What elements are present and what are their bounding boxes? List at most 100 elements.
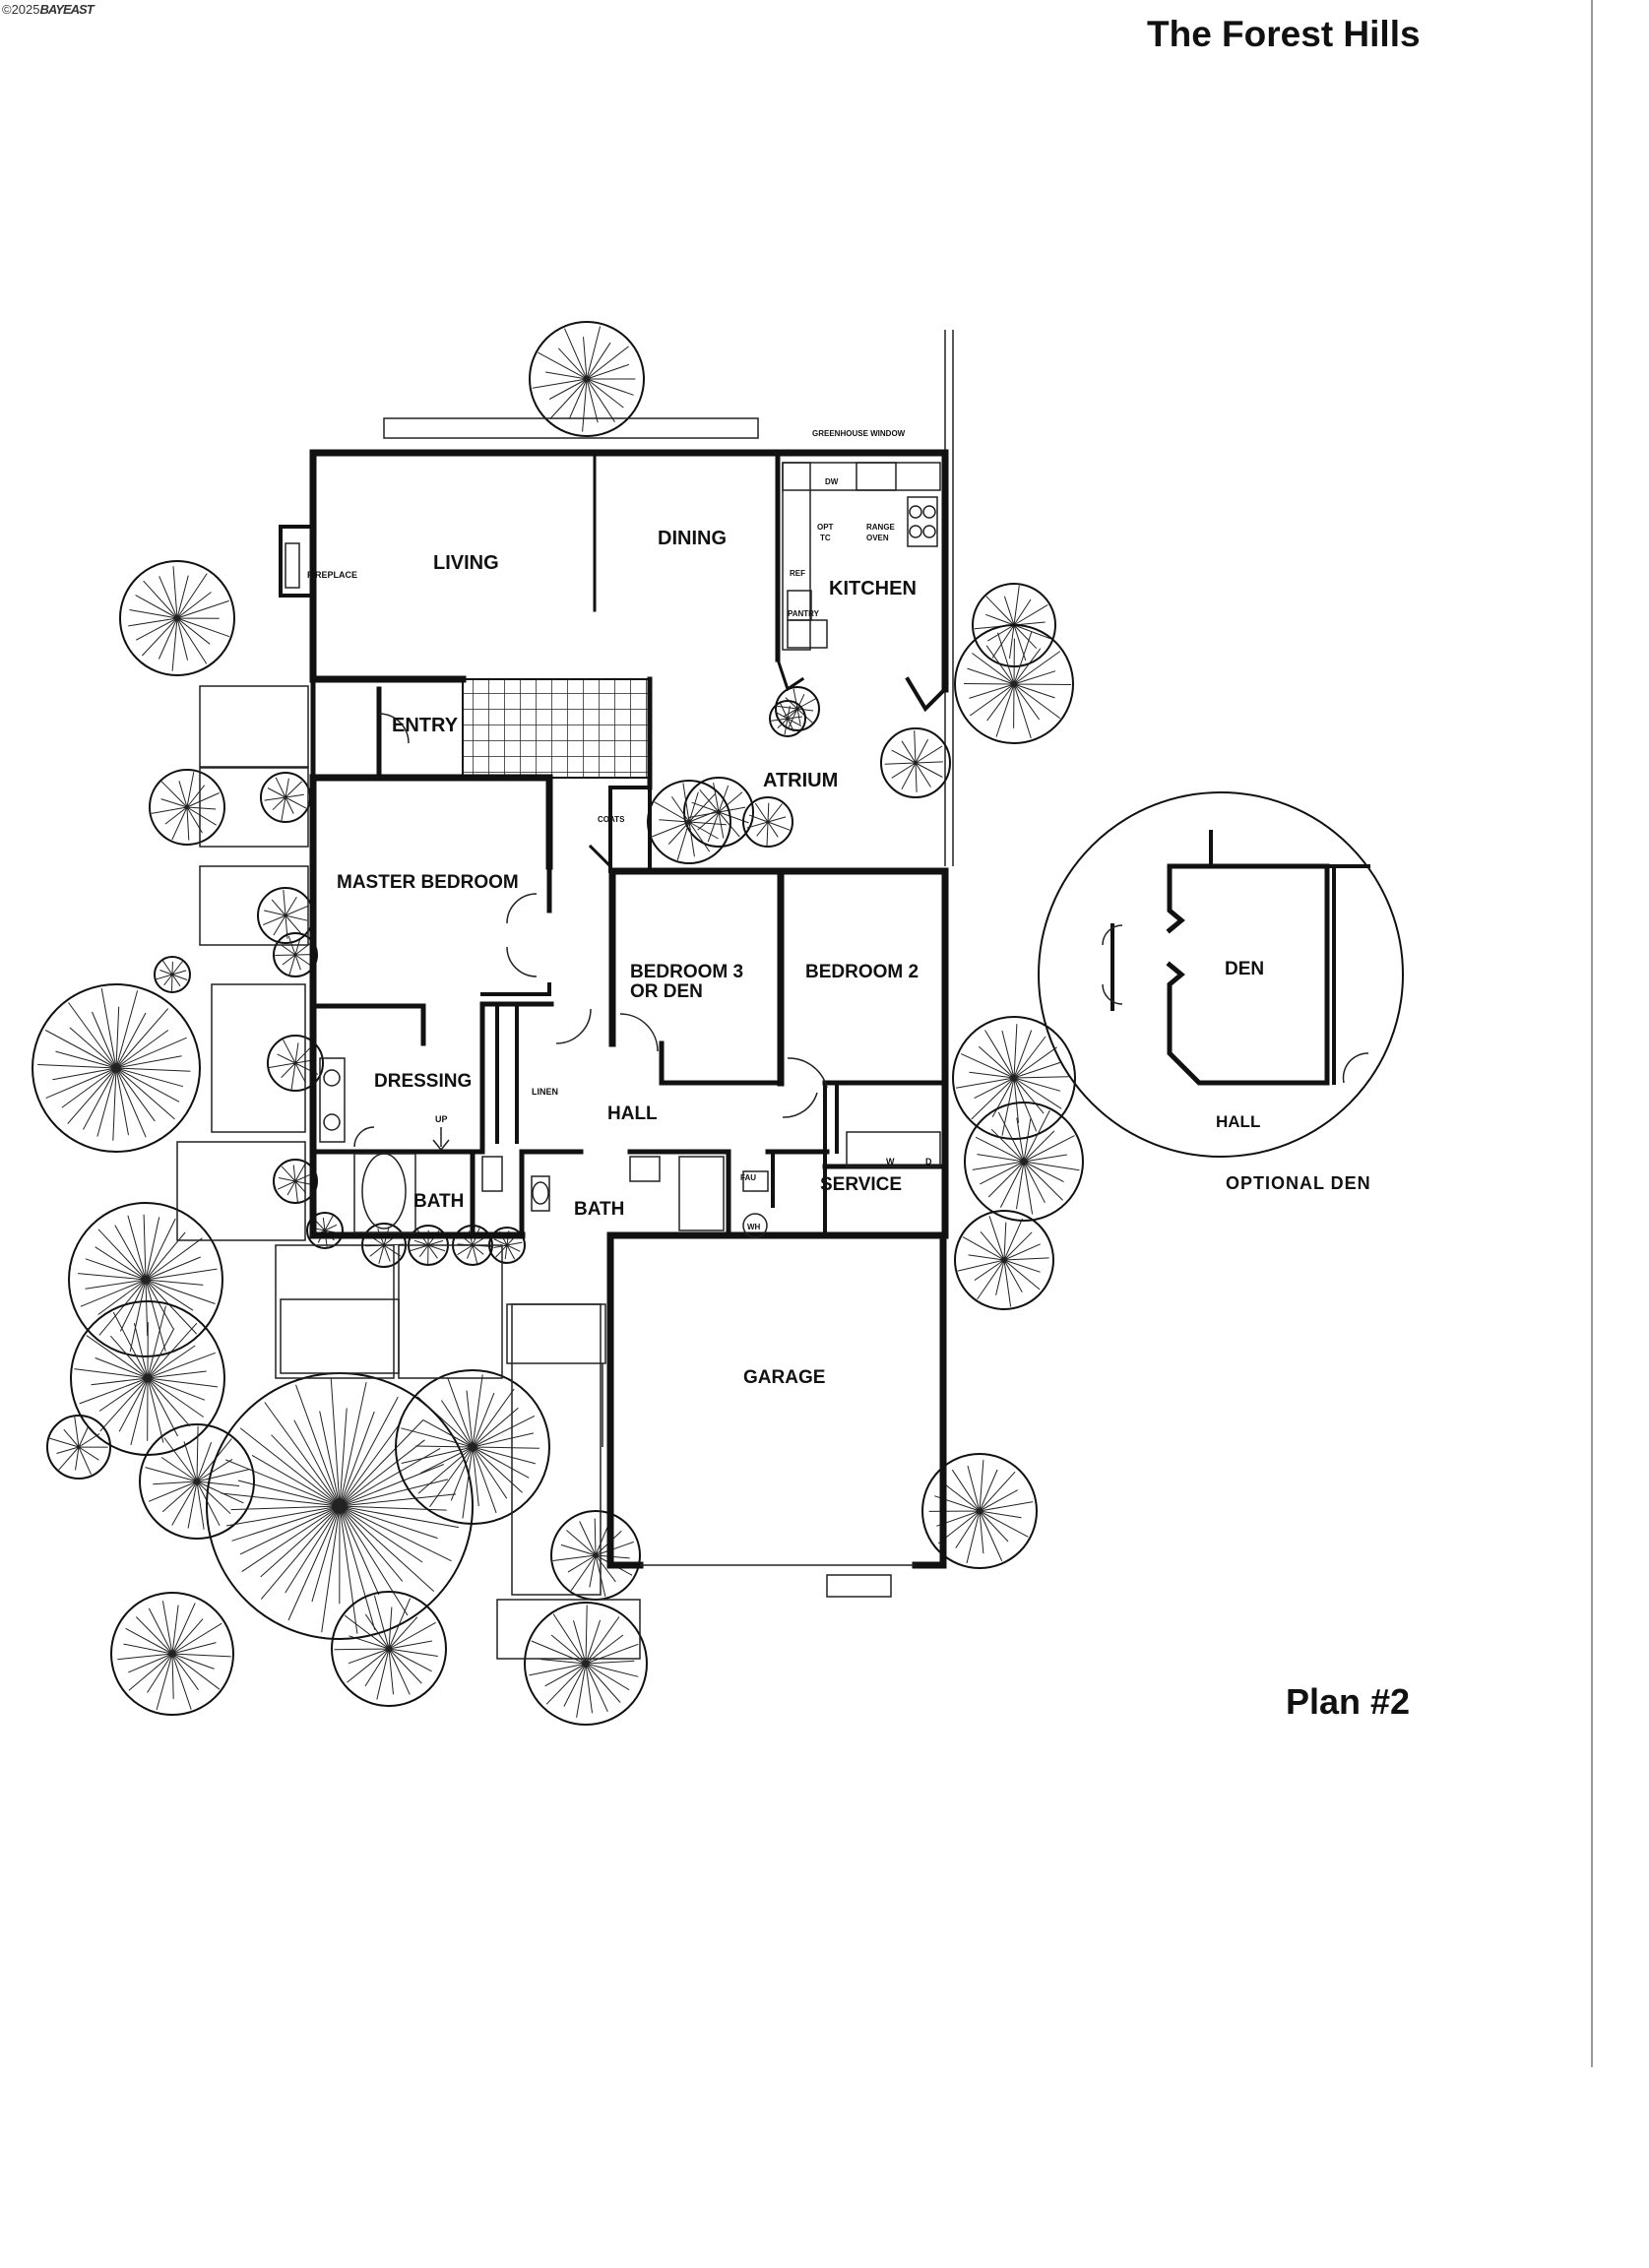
label-tc: TC <box>820 534 831 542</box>
tree-branches <box>974 585 1050 662</box>
tree-branches <box>972 1109 1080 1215</box>
tree-icon <box>775 686 820 731</box>
label-dw: DW <box>825 477 839 486</box>
tree-icon <box>154 956 191 993</box>
label-bedroom-2: BEDROOM 2 <box>805 962 919 982</box>
label-opt: OPT <box>817 523 834 532</box>
tree-branches <box>401 1374 539 1519</box>
label-hall: HALL <box>607 1103 658 1124</box>
tree-branches <box>957 1216 1049 1307</box>
tree-icon <box>306 1212 344 1249</box>
label-fireplace: FIREPLACE <box>307 570 357 580</box>
tree-icon <box>742 796 793 848</box>
tree-icon <box>119 560 235 676</box>
tree-icon <box>952 1016 1076 1140</box>
tree-branches <box>275 935 313 976</box>
tree-branches <box>955 1024 1069 1136</box>
label-range: RANGE <box>866 523 896 532</box>
tree-icon <box>395 1369 550 1525</box>
tree-branches <box>552 1518 634 1598</box>
tree-branches <box>263 890 309 939</box>
watermark: ©2025BAYEAST <box>2 2 95 17</box>
label-washer: W <box>886 1157 895 1166</box>
tree-icon <box>529 321 645 437</box>
inset-hall-label: HALL <box>1216 1112 1260 1131</box>
watermark-year: ©2025 <box>2 2 40 17</box>
label-bath-master: BATH <box>413 1191 464 1212</box>
label-dressing: DRESSING <box>374 1071 472 1092</box>
tree-icon <box>524 1602 648 1726</box>
label-garage: GARAGE <box>743 1367 825 1388</box>
tree-icon <box>273 932 318 977</box>
tree-branches <box>746 802 791 847</box>
tree-icon <box>954 1210 1054 1310</box>
tree-branches <box>74 1305 218 1446</box>
tree-icon <box>68 1202 223 1357</box>
label-oven: OVEN <box>866 534 889 542</box>
optional-den-inset: DEN HALL OPTIONAL DEN <box>1038 791 1404 1193</box>
tree-icon <box>964 1102 1084 1222</box>
label-ref: REF <box>790 569 805 578</box>
label-atrium: ATRIUM <box>763 770 838 791</box>
label-linen: LINEN <box>532 1087 558 1097</box>
tree-branches <box>128 566 230 671</box>
tree-icon <box>683 777 754 848</box>
tree-branches <box>884 730 943 792</box>
tree-icon <box>267 1035 324 1092</box>
tree-branches <box>49 1417 108 1475</box>
tree-branches <box>156 960 188 991</box>
label-master-bedroom: MASTER BEDROOM <box>337 872 519 893</box>
tree-icon <box>769 700 806 737</box>
tree-branches <box>37 987 191 1141</box>
tree-icon <box>954 624 1074 744</box>
label-entry: ENTRY <box>392 715 459 736</box>
label-up: UP <box>435 1114 448 1124</box>
tree-branches <box>264 777 307 821</box>
tree-branches <box>928 1460 1034 1564</box>
tree-branches <box>529 1605 639 1718</box>
label-living: LIVING <box>433 552 499 574</box>
tree-branches <box>771 703 802 735</box>
inset-den-label: DEN <box>1225 959 1264 979</box>
tree-branches <box>78 1214 218 1353</box>
label-service: SERVICE <box>820 1174 902 1195</box>
tree-branches <box>964 631 1072 739</box>
landscape-trees <box>32 321 1084 1726</box>
tree-icon <box>110 1592 234 1716</box>
tree-icon <box>70 1300 225 1456</box>
label-dining: DINING <box>658 528 727 549</box>
label-or-den: OR DEN <box>630 981 703 1002</box>
plan-number: Plan #2 <box>1286 1681 1411 1722</box>
watermark-brand: BAYEAST <box>39 2 95 17</box>
tree-branches <box>651 783 727 860</box>
tree-icon <box>46 1415 111 1480</box>
tree-icon <box>32 983 201 1153</box>
tree-branches <box>117 1601 231 1711</box>
label-bedroom-3: BEDROOM 3 <box>630 962 743 982</box>
tree-icon <box>149 769 225 846</box>
label-pantry: PANTRY <box>788 609 820 618</box>
patio-areas <box>176 417 892 1660</box>
walls <box>279 449 949 1569</box>
tree-branches <box>334 1595 438 1700</box>
entry-tile-floor <box>462 678 651 779</box>
tree-branches <box>151 772 220 841</box>
inset-caption: OPTIONAL DEN <box>1226 1173 1371 1193</box>
room-labels: LIVING DINING KITCHEN FIREPLACE GREENHOU… <box>307 429 932 1388</box>
tree-icon <box>880 727 951 798</box>
label-kitchen: KITCHEN <box>829 578 917 599</box>
tree-icon <box>139 1423 255 1540</box>
label-wh: WH <box>747 1223 761 1231</box>
tree-branches <box>532 326 636 432</box>
tree-branches <box>221 1377 459 1634</box>
label-dryer: D <box>925 1157 932 1166</box>
tree-icon <box>921 1453 1038 1569</box>
label-bath-hall: BATH <box>574 1199 624 1220</box>
plan-title: The Forest Hills <box>1147 14 1421 54</box>
tree-icon <box>331 1591 447 1707</box>
tree-branches <box>145 1425 251 1530</box>
label-fau: FAU <box>740 1173 756 1182</box>
label-coats: COATS <box>598 815 625 824</box>
label-greenhouse-window: GREENHOUSE WINDOW <box>812 429 906 438</box>
